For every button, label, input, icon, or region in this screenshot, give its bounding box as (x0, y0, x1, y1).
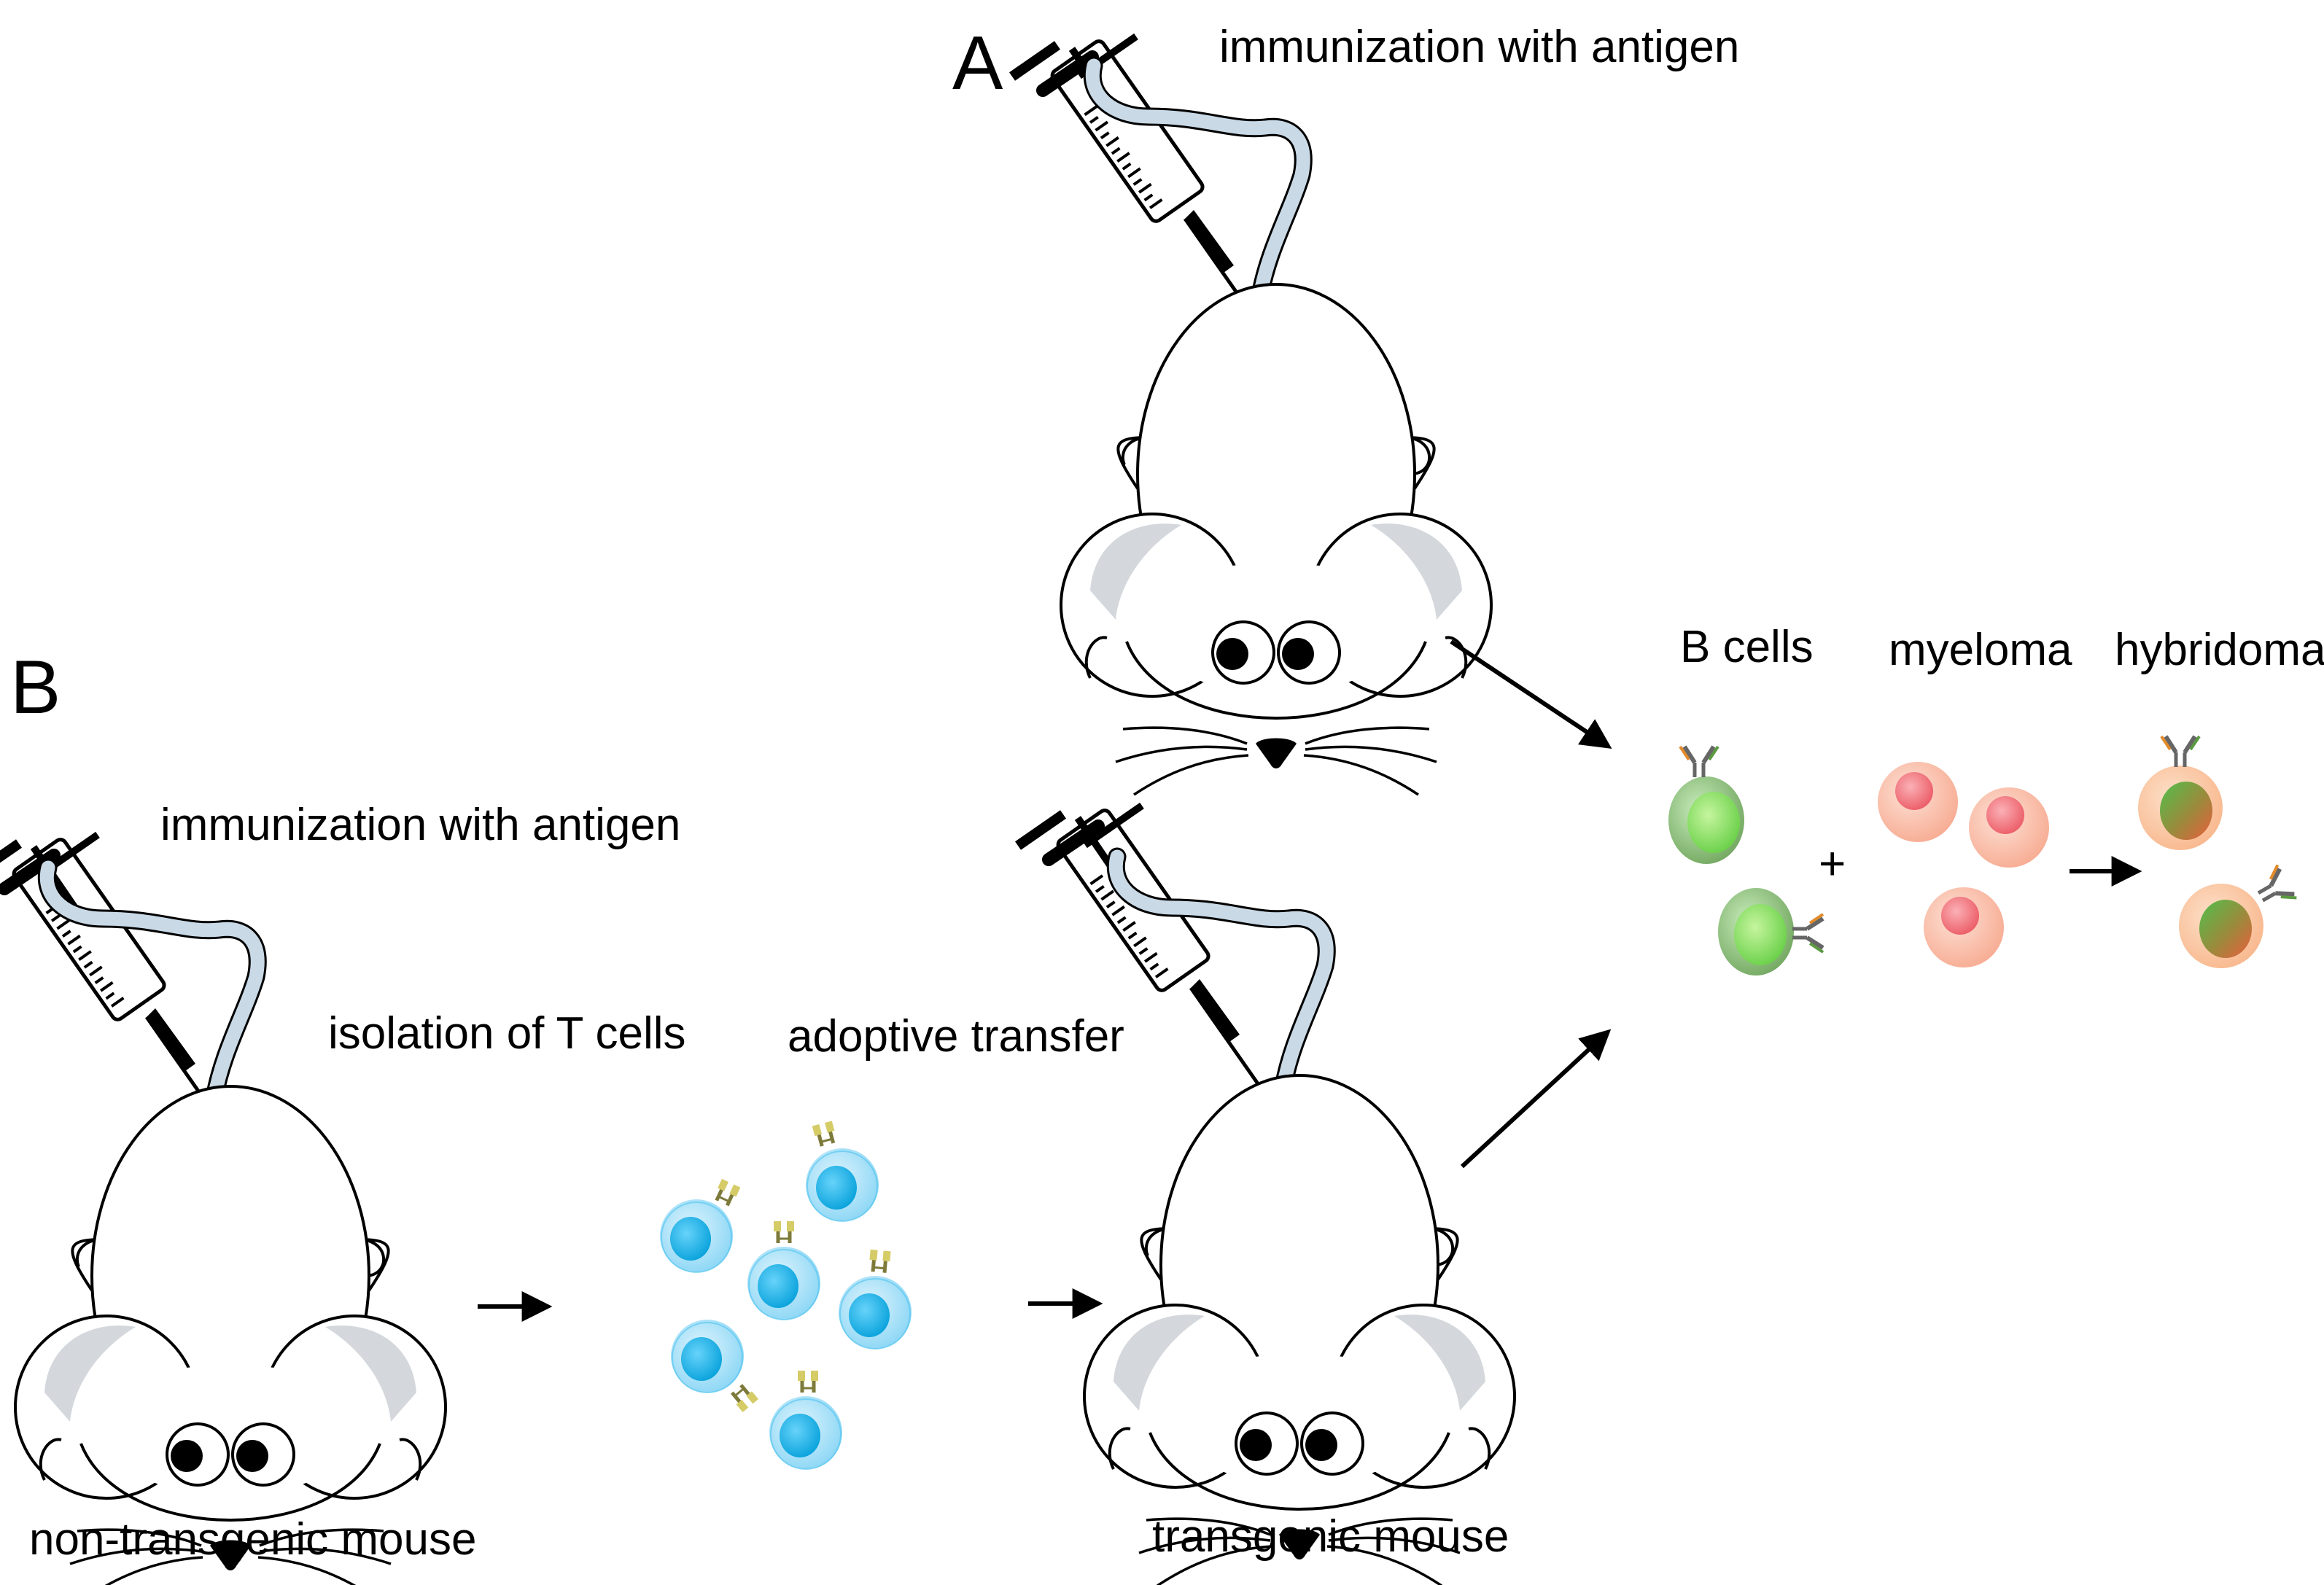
arrow-a-to-bcells (1450, 639, 1612, 749)
myeloma-cells-group (1878, 762, 2049, 967)
panel-label-a: A (952, 21, 1003, 106)
myeloma-cell (1924, 887, 2004, 967)
syringe-icon-b-left (0, 835, 223, 1126)
t-cells-group (659, 1121, 912, 1470)
isolation-label: isolation of T cells (328, 1008, 686, 1059)
immunization-label-b: immunization with antigen (160, 800, 680, 850)
arrow-b-to-bcells (1460, 1029, 1612, 1169)
t-cell (659, 1179, 740, 1273)
hybridoma-label: hybridoma (2115, 625, 2324, 675)
myeloma-cell (1878, 762, 1958, 842)
hybridoma-cell (2138, 736, 2223, 850)
myeloma-label: myeloma (1889, 625, 2072, 675)
t-cell (747, 1221, 821, 1320)
t-cell (838, 1250, 912, 1350)
hybridoma-cells-group (2138, 736, 2296, 968)
panel-label-b: B (10, 645, 61, 730)
syringe-icon-a (1012, 36, 1262, 328)
t-cell (670, 1319, 758, 1412)
hybridoma-cell (2179, 865, 2296, 968)
t-cell (769, 1371, 843, 1470)
b-cells-group (1668, 747, 1823, 975)
t-cell (805, 1121, 879, 1222)
b-cells-label: B cells (1680, 622, 1814, 672)
b-cell (1668, 747, 1744, 864)
b-cell (1718, 888, 1823, 975)
myeloma-cell (1969, 787, 2049, 868)
adoptive-transfer-label: adoptive transfer (788, 1011, 1124, 1062)
immunization-label-a: immunization with antigen (1219, 22, 1739, 72)
plus-sign: + (1819, 837, 1846, 889)
non-transgenic-mouse-label: non-transgenic mouse (29, 1514, 476, 1565)
non-transgenic-mouse-icon (15, 868, 446, 1585)
